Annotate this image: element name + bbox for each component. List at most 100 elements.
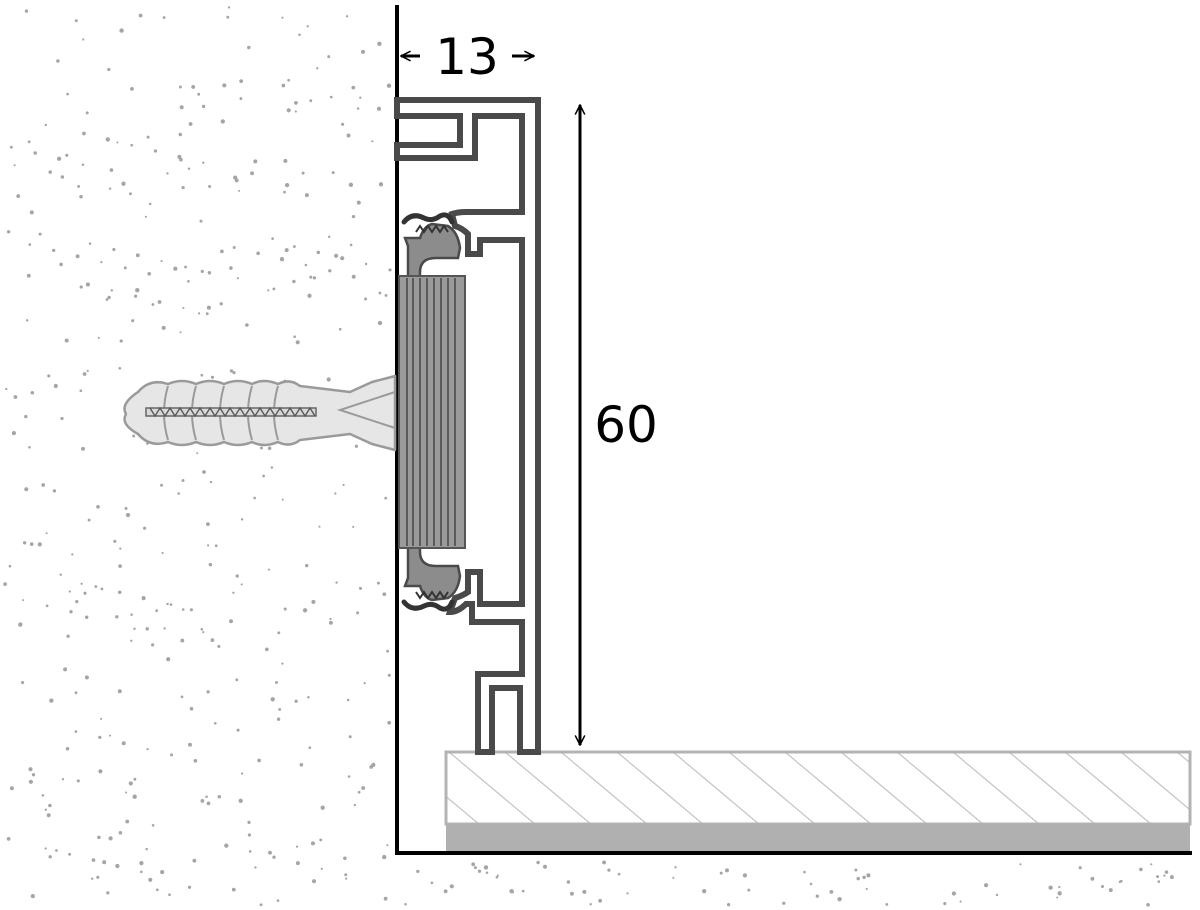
subfloor-speckle xyxy=(495,875,499,879)
wall-speckle xyxy=(369,765,374,769)
wall-speckle xyxy=(160,483,163,487)
wall-speckle xyxy=(240,772,244,775)
wall-speckle xyxy=(66,92,69,96)
wall-speckle xyxy=(239,79,244,83)
wall-speckle xyxy=(44,808,47,811)
wall-speckle xyxy=(386,83,392,88)
wall-speckle xyxy=(106,891,110,895)
subfloor-speckle xyxy=(1058,885,1061,889)
wall-speckle xyxy=(96,504,100,509)
wall-speckle xyxy=(123,266,127,270)
wall-speckle xyxy=(24,487,29,492)
wall-speckle xyxy=(118,564,122,568)
wall-speckle xyxy=(139,860,144,866)
wall-speckle xyxy=(66,634,70,638)
wall-speckle xyxy=(214,544,218,548)
wall-speckle xyxy=(56,59,60,63)
subfloor-speckle xyxy=(865,887,868,890)
wall-speckle xyxy=(105,137,110,142)
wall-speckle xyxy=(79,195,83,199)
wall-speckle xyxy=(272,855,276,859)
subfloor-speckle xyxy=(742,873,748,878)
wall-speckle xyxy=(64,338,69,343)
wall-speckle xyxy=(207,271,212,275)
wall-speckle xyxy=(98,769,103,774)
wall-speckle xyxy=(138,13,143,18)
wall-speckle xyxy=(316,250,321,255)
wall-speckle xyxy=(100,260,103,264)
wall-speckle xyxy=(232,246,236,249)
wall-speckle xyxy=(129,192,132,196)
subfloor-speckle xyxy=(602,860,607,865)
subfloor-speckle xyxy=(416,869,420,874)
wall-speckle xyxy=(358,586,363,590)
wall-speckle xyxy=(75,254,80,259)
wall-speckle xyxy=(84,615,89,620)
wall-speckle xyxy=(307,293,312,298)
wall-speckle xyxy=(272,287,276,291)
wall-speckle xyxy=(33,151,37,155)
wall-speckle xyxy=(28,446,31,449)
wall-speckle xyxy=(131,319,135,323)
subfloor-speckle xyxy=(1048,885,1053,890)
wall-speckle xyxy=(284,182,290,188)
subfloor-speckle xyxy=(1139,867,1143,872)
wall-speckle xyxy=(30,391,35,395)
wall-speckle xyxy=(134,294,138,298)
wall-speckle xyxy=(75,599,79,604)
wall-speckle xyxy=(343,856,347,861)
subfloor-speckle xyxy=(485,871,489,875)
wall-speckle xyxy=(181,185,185,190)
width-dimension: 13 xyxy=(401,28,534,86)
wall-speckle xyxy=(146,135,150,139)
wall-speckle xyxy=(147,271,152,276)
subfloor-speckle xyxy=(782,901,786,905)
wall-speckle xyxy=(264,647,269,652)
wall-speckle xyxy=(200,269,204,274)
wall-speckle xyxy=(349,243,353,247)
subfloor-speckle xyxy=(1156,875,1160,879)
wall-speckle xyxy=(341,122,345,126)
wall-speckle xyxy=(364,262,368,266)
wall-speckle xyxy=(363,681,366,685)
wall-speckle xyxy=(284,248,289,253)
wall-speckle xyxy=(276,899,280,902)
wall-speckle xyxy=(166,602,169,606)
wall-speckle xyxy=(85,111,89,115)
wall-speckle xyxy=(217,794,222,799)
wall-speckle xyxy=(168,893,171,897)
wall-speckle xyxy=(384,496,388,500)
wall-speckle xyxy=(238,189,241,192)
wall-speckle xyxy=(202,470,206,474)
wall-speckle xyxy=(118,366,122,370)
wall-speckle xyxy=(169,603,173,606)
wall-speckle xyxy=(77,184,81,188)
wall-speckle xyxy=(229,619,233,624)
wall-speckle xyxy=(24,414,28,419)
wall-speckle xyxy=(328,269,332,273)
wall-speckle xyxy=(277,631,281,635)
wall-speckle xyxy=(166,172,169,175)
subfloor-speckle xyxy=(483,865,489,870)
wall-speckle xyxy=(304,263,308,267)
wall-speckle xyxy=(47,374,51,378)
wall-speckle xyxy=(268,850,272,855)
wall-speckle xyxy=(353,803,356,807)
wall-speckle xyxy=(205,795,208,798)
wall-speckle xyxy=(179,105,184,110)
subfloor-speckle xyxy=(589,903,592,906)
wall-speckle xyxy=(310,841,316,846)
ribbed-mounting-pad xyxy=(398,275,466,549)
wall-speckle xyxy=(320,867,323,871)
wall-speckle xyxy=(344,873,348,877)
wall-speckle xyxy=(148,877,153,882)
wall-speckle xyxy=(178,85,182,89)
subfloor-speckle xyxy=(404,903,407,906)
wall-speckle xyxy=(49,698,54,703)
wall-speckle xyxy=(253,159,258,164)
subfloor-speckle xyxy=(951,891,957,896)
wall-speckle xyxy=(48,855,52,859)
wall-speckle xyxy=(28,779,33,784)
subfloor-speckle xyxy=(1057,891,1062,896)
